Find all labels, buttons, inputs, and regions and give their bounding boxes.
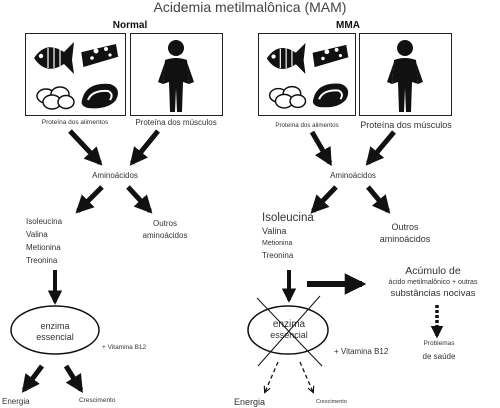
person-icon xyxy=(158,40,194,112)
arrow-food-to-amino xyxy=(68,129,103,166)
enzyme-line: essencial xyxy=(270,330,308,340)
enzyme-line: enzima xyxy=(272,319,306,330)
mma-accumulation: Acúmulo de ácido metilmalônico + outras … xyxy=(370,265,496,300)
blocked-enzyme-cross xyxy=(256,295,323,367)
other-aa-line: Outros xyxy=(152,219,177,228)
enzyme-line: essencial xyxy=(36,332,74,342)
mma-aa-list: Isoleucina Valina Metionina Treonina xyxy=(262,211,314,262)
arrow-amino-to-aa-list xyxy=(310,185,338,214)
meat-icon xyxy=(81,83,118,109)
list-item: Isoleucina xyxy=(26,217,63,226)
arrow-amino-to-aa-list xyxy=(75,185,104,214)
mma-heading: MMA xyxy=(336,20,360,31)
mma-enzyme-ellipse xyxy=(247,305,329,355)
arrow-enzyme-to-energy-dashed xyxy=(265,361,279,392)
enzyme-line: enzima xyxy=(40,321,70,331)
mma-growth: Crescimento xyxy=(316,399,347,405)
mma-food-box xyxy=(258,33,356,116)
other-aa-line: aminoácidos xyxy=(142,231,188,240)
arrow-muscle-to-amino xyxy=(365,130,396,166)
normal-aa-list: Isoleucina Valina Metionina Treonina xyxy=(26,215,62,267)
other-aa-line: aminoácidos xyxy=(379,234,431,244)
accum-line: ácido metilmalônico + outras xyxy=(388,279,478,286)
mma-other-aa: Outros aminoácidos xyxy=(370,221,440,245)
arrow-enzyme-to-growth xyxy=(63,364,84,394)
meat-icon xyxy=(312,83,349,108)
mma-muscle-box xyxy=(359,33,452,116)
cheese-icon xyxy=(312,44,349,68)
normal-amino-acids: Aminoácidos xyxy=(92,171,138,180)
other-aa-line: Outros xyxy=(391,222,419,232)
mma-vitamin-b12: + Vitamina B12 xyxy=(334,347,389,356)
normal-energy: Energia xyxy=(2,397,30,406)
arrow-food-to-amino xyxy=(309,130,333,167)
normal-muscle-box xyxy=(130,33,223,116)
arrow-enzyme-to-energy xyxy=(21,364,44,393)
arrow-amino-to-other xyxy=(366,185,391,214)
normal-growth: Crescimento xyxy=(79,397,116,404)
cheese-icon xyxy=(81,44,119,67)
normal-food-protein-label: Proteína dos alimentos xyxy=(41,119,109,126)
mma-energy: Energia xyxy=(234,397,266,407)
normal-enzyme-ellipse xyxy=(10,305,100,355)
normal-heading: Normal xyxy=(112,20,148,31)
accum-line: substâncias nocivas xyxy=(390,288,476,299)
normal-enzyme-label: enzima essencial xyxy=(20,321,90,343)
mma-muscle-protein-label: Proteína dos músculos xyxy=(360,120,452,130)
diagram-title: Acidemia metilmalônica (MAM) xyxy=(153,0,347,15)
problems-line: de saúde xyxy=(422,352,456,361)
eggs-icon xyxy=(268,85,307,109)
mma-enzyme-label: enzima essencial xyxy=(254,319,324,341)
arrow-muscle-to-amino xyxy=(129,129,160,166)
list-item: Metionina xyxy=(26,243,61,252)
list-item: Treonina xyxy=(262,251,294,260)
fish-icon xyxy=(34,42,74,74)
list-item: Valina xyxy=(26,230,48,239)
normal-other-aa: Outros aminoácidos xyxy=(130,218,200,242)
arrow-enzyme-to-growth-dashed xyxy=(299,361,313,392)
mma-food-protein-label: Proteína dos alimentos xyxy=(275,122,339,129)
normal-vitamin-b12: + Vitamina B12 xyxy=(102,344,147,351)
fish-icon xyxy=(266,42,306,74)
normal-muscle-protein-label: Proteína dos músculos xyxy=(135,118,217,127)
list-item: Treonina xyxy=(26,256,58,265)
list-item: Metionina xyxy=(262,240,293,247)
eggs-icon xyxy=(36,86,75,110)
mma-amino-acids: Aminoácidos xyxy=(330,171,376,180)
mma-health-problems: Problemas de saúde xyxy=(414,339,464,365)
normal-food-box xyxy=(25,33,126,116)
arrow-amino-to-other xyxy=(126,185,153,214)
problems-line: Problemas xyxy=(423,340,455,347)
list-item: Valina xyxy=(262,226,287,236)
list-item: Isoleucina xyxy=(262,212,314,224)
accum-line: Acúmulo de xyxy=(405,265,461,277)
person-icon xyxy=(387,40,423,112)
